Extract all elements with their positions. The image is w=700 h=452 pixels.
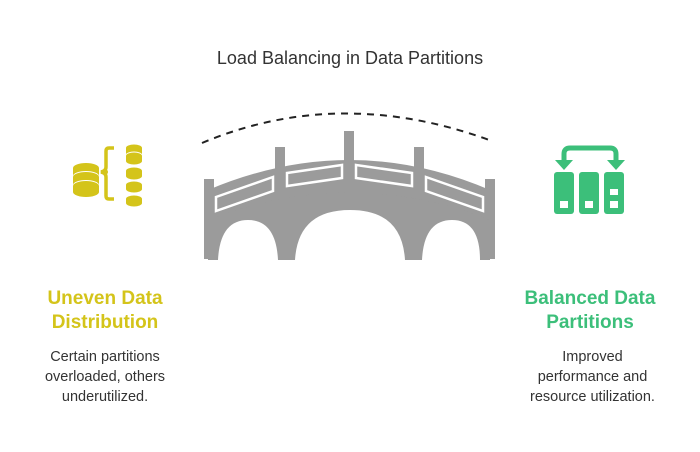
uneven-database-icon — [70, 140, 150, 225]
bridge-icon — [190, 95, 510, 270]
uneven-distribution-description: Certain partitions overloaded, others un… — [44, 349, 166, 405]
balanced-partitions-icon — [552, 140, 632, 225]
page-title: Load Balancing in Data Partitions — [216, 48, 484, 68]
dashed-arc — [201, 112, 493, 144]
balanced-partitions-description: Improved performance and resource utiliz… — [530, 349, 655, 405]
uneven-distribution-heading: Uneven Data Distribution — [47, 288, 163, 333]
balanced-partitions-heading: Balanced Data Partitions — [524, 288, 656, 333]
